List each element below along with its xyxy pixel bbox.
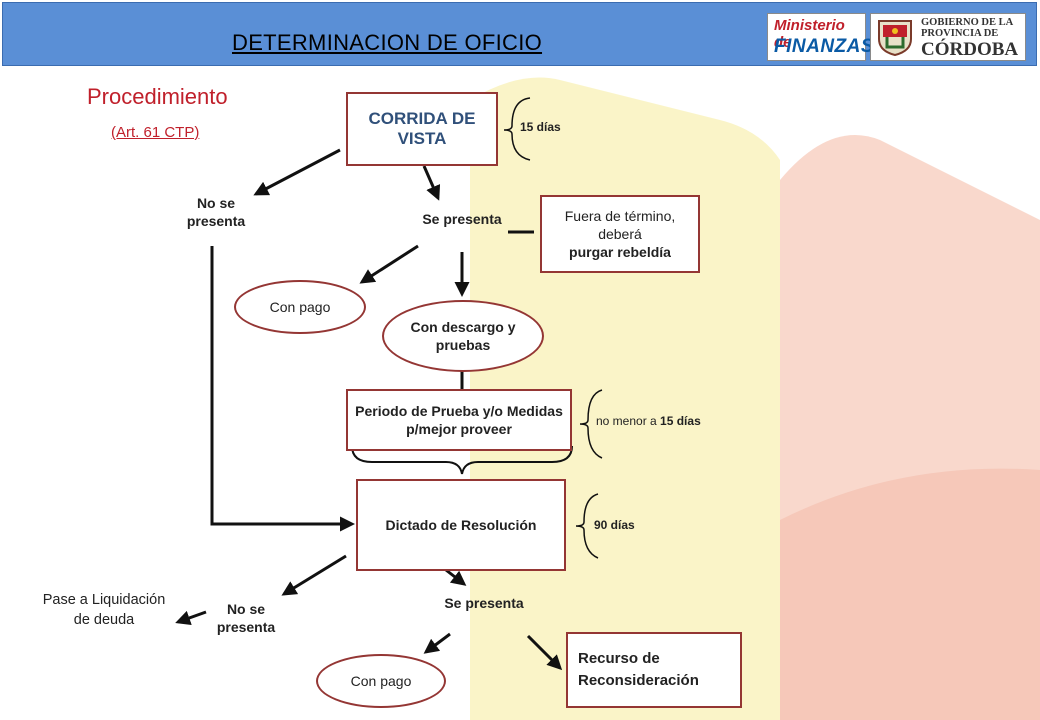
brace-under-periodo — [351, 445, 573, 475]
duration-no-menor: no menor a 15 días — [596, 414, 701, 428]
arrow-se-presenta-to-con-pago — [359, 244, 419, 284]
con-pago-oval-2: Con pago — [316, 654, 446, 708]
no-presenta-label-1: No se presenta — [186, 195, 246, 229]
pase-liquidacion-label: Pase a Liquidación de deuda — [42, 592, 166, 628]
fuera-de-termino-bold: purgar rebeldía — [569, 244, 671, 260]
ministerio-finanzas-logo: Ministerio de FINANZAS — [767, 13, 874, 61]
con-descargo-label: Con descargo y pruebas — [410, 319, 516, 353]
recurso-reconsideracion-box: Recurso de Reconsideración — [566, 632, 742, 708]
logo-gobierno-line3: CÓRDOBA — [921, 39, 1019, 60]
brace-90-dias — [575, 493, 599, 559]
recurso-reconsideracion-label: Recurso de Reconsideración — [578, 650, 699, 689]
con-pago-label-2: Con pago — [350, 673, 412, 689]
arrow-no-presenta-to-dictado — [210, 246, 355, 532]
arrow-corrida-to-se-presenta — [422, 165, 441, 201]
gobierno-cordoba-logo: GOBIERNO DE LA PROVINCIA DE CÓRDOBA — [870, 13, 1026, 61]
arrow-se-presenta-to-con-pago-2 — [423, 632, 451, 654]
no-presenta-label-2: No se presenta — [216, 601, 276, 635]
duration-no-menor-value: 15 días — [660, 414, 701, 428]
periodo-prueba-label: Periodo de Prueba y/o Medidas p/mejor pr… — [355, 403, 563, 437]
page-title: DETERMINACION DE OFICIO — [232, 30, 543, 55]
arrow-se-presenta-to-recurso — [526, 634, 563, 671]
con-pago-oval-1: Con pago — [234, 280, 366, 334]
procedure-subtitle: (Art. 61 CTP) — [111, 124, 200, 141]
arrow-dictado-to-no-presenta — [281, 554, 347, 596]
logo-gobierno-line1: GOBIERNO DE LA — [921, 17, 1014, 28]
logo-ministerio-line2: FINANZAS — [774, 36, 875, 57]
logo-ministerio-line1: Ministerio de — [774, 17, 845, 51]
arrow-corrida-to-no-presenta — [253, 148, 341, 196]
corrida-de-vista-box: CORRIDA DE VISTA — [346, 92, 498, 166]
duration-90-dias: 90 días — [594, 518, 635, 532]
fuera-de-termino-box: Fuera de término, deberá purgar rebeldía — [540, 195, 700, 273]
brace-no-menor-15 — [579, 389, 603, 459]
con-pago-label-1: Con pago — [269, 299, 331, 315]
duration-no-menor-prefix: no menor a — [596, 414, 661, 428]
periodo-prueba-box: Periodo de Prueba y/o Medidas p/mejor pr… — [346, 389, 572, 451]
arrow-no-presenta-to-pase — [175, 610, 207, 626]
con-descargo-oval: Con descargo y pruebas — [382, 300, 544, 372]
dictado-resolucion-box: Dictado de Resolución — [356, 479, 566, 571]
se-presenta-label-2: Se presenta — [444, 595, 524, 611]
arrow-dictado-to-se-presenta — [445, 568, 467, 586]
corrida-de-vista-label: CORRIDA DE VISTA — [368, 109, 476, 148]
se-presenta-label-1: Se presenta — [422, 211, 502, 227]
dictado-resolucion-label: Dictado de Resolución — [385, 517, 537, 533]
background-red-shape-2 — [780, 468, 1040, 720]
brace-15-dias — [503, 97, 531, 161]
logo-gobierno-line2: PROVINCIA DE — [921, 28, 999, 39]
fuera-de-termino-text: Fuera de término, deberá — [564, 208, 676, 242]
crest-icon — [878, 20, 912, 57]
procedure-title: Procedimiento — [87, 84, 228, 109]
duration-15-dias: 15 días — [520, 120, 561, 134]
